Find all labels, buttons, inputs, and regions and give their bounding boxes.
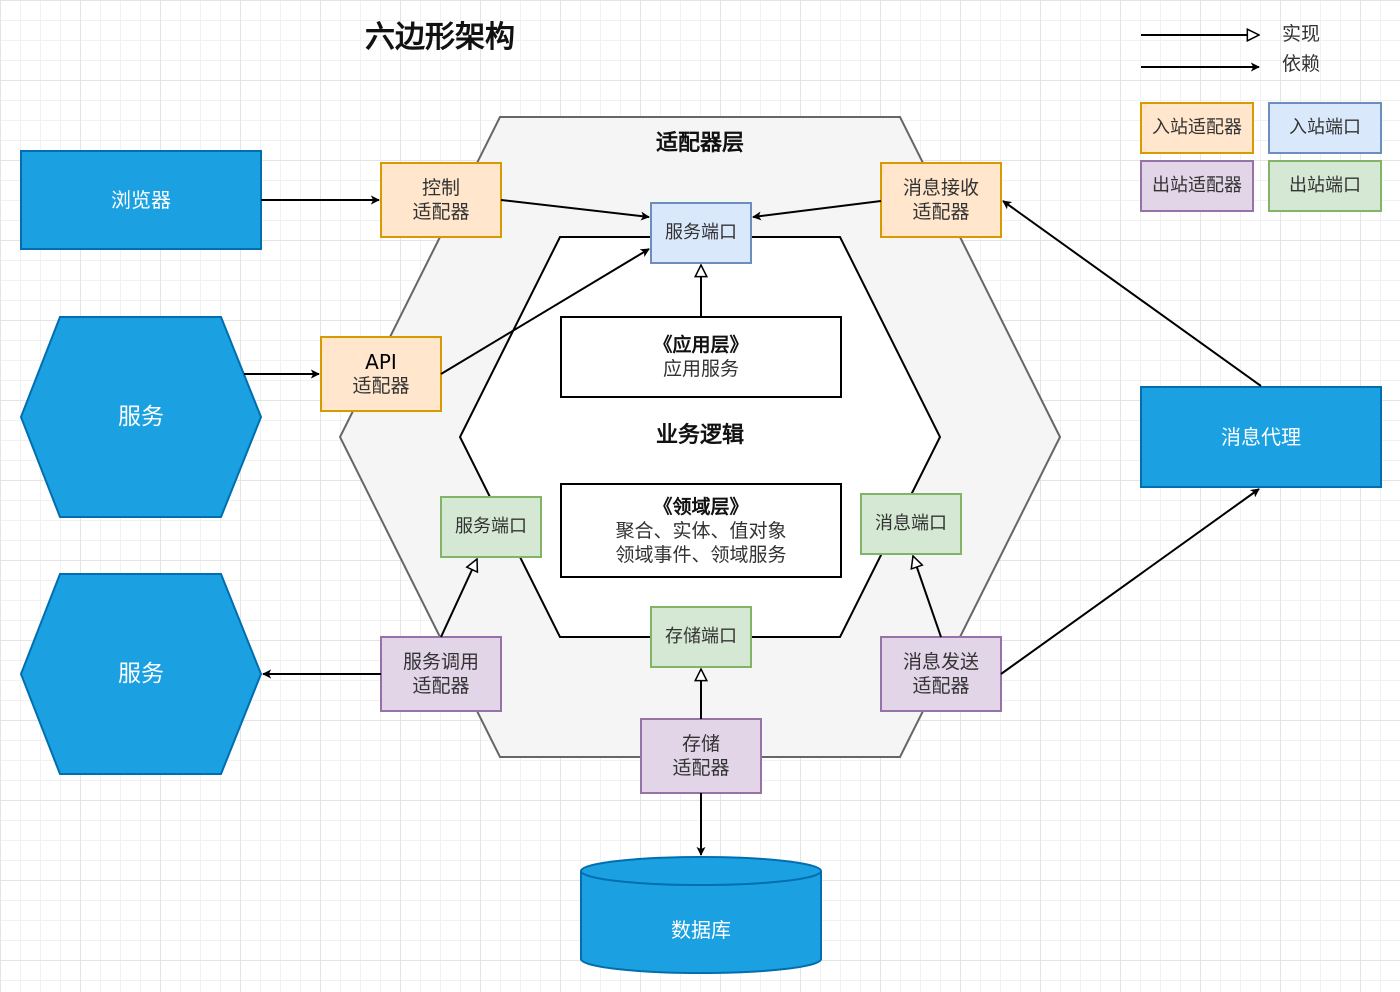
domain-layer-box [560, 483, 842, 578]
application-layer-box [560, 316, 842, 398]
message-send-adapter-label: 消息发送 适配器 [881, 650, 1001, 698]
control-adapter-box[interactable] [380, 162, 502, 238]
legend-inbound-adapter-label: 入站适配器 [1152, 117, 1242, 138]
arrow-control-to-port [500, 199, 650, 221]
service-hexagon-top[interactable] [19, 316, 263, 518]
service-call-adapter-line-2: 适配器 [412, 675, 470, 697]
message-receive-adapter-label: 消息接收 适配器 [881, 176, 1001, 224]
arrow-broker-to-msgreceive [1002, 200, 1262, 387]
service-hexagon-bottom[interactable] [19, 573, 263, 775]
message-send-adapter-line-2: 适配器 [912, 675, 970, 697]
application-layer-content: 《应用层》 应用服务 [561, 333, 841, 381]
legend-inbound-adapter-swatch [1140, 102, 1254, 154]
service-call-adapter-label: 服务调用 适配器 [381, 650, 501, 698]
application-layer-title: 《应用层》 [653, 334, 749, 356]
storage-adapter-box[interactable] [640, 718, 762, 794]
message-port-label: 消息端口 [875, 513, 947, 534]
message-send-adapter-box[interactable] [880, 636, 1002, 712]
control-adapter-line-1: 控制 [421, 177, 460, 199]
realize-msgsend-to-port [913, 556, 942, 638]
diagram-title: 六边形架构 [365, 20, 515, 55]
database-label: 数据库 [671, 918, 731, 942]
message-send-adapter-line-1: 消息发送 [902, 651, 979, 673]
domain-layer-title: 《领域层》 [653, 496, 749, 518]
arrow-msgsend-to-broker [1000, 488, 1260, 675]
service-port-outbound-box[interactable] [440, 496, 542, 558]
api-adapter-line-2: 适配器 [352, 375, 410, 397]
service-bottom-label: 服务 [118, 661, 164, 687]
api-adapter-box[interactable] [320, 336, 442, 412]
legend-inbound-port-label: 入站端口 [1289, 117, 1361, 138]
control-adapter-label: 控制 适配器 [381, 176, 501, 224]
control-adapter-line-2: 适配器 [412, 201, 470, 223]
message-receive-adapter-line-1: 消息接收 [902, 177, 979, 199]
arrow-api-to-port [440, 248, 650, 375]
message-port-box[interactable] [860, 493, 962, 555]
message-receive-adapter-box[interactable] [880, 162, 1002, 238]
storage-port-label: 存储端口 [665, 626, 737, 647]
legend-implements-label: 实现 [1281, 23, 1320, 45]
legend-outbound-adapter-label: 出站适配器 [1152, 175, 1242, 196]
legend-depends-label: 依赖 [1281, 53, 1320, 75]
legend-inbound-port-swatch [1268, 102, 1382, 154]
api-adapter-label: API 适配器 [321, 350, 441, 398]
adapter-layer-label: 适配器层 [655, 131, 744, 156]
api-adapter-line-1: API [365, 350, 397, 374]
service-call-adapter-box[interactable] [380, 636, 502, 712]
service-port-outbound-label: 服务端口 [455, 516, 527, 537]
service-port-inbound-label: 服务端口 [665, 222, 737, 243]
message-receive-adapter-line-2: 适配器 [912, 201, 970, 223]
storage-adapter-line-2: 适配器 [672, 757, 730, 779]
legend-outbound-port-label: 出站端口 [1289, 175, 1361, 196]
message-broker-box[interactable] [1140, 386, 1382, 488]
application-layer-body: 应用服务 [662, 358, 739, 380]
service-top-label: 服务 [118, 404, 164, 430]
browser-box[interactable] [20, 150, 262, 250]
realize-servicecall-to-port [440, 559, 477, 638]
legend-outbound-port-swatch [1268, 160, 1382, 212]
message-broker-label: 消息代理 [1221, 425, 1301, 449]
storage-adapter-line-1: 存储 [681, 733, 720, 755]
legend-outbound-adapter-swatch [1140, 160, 1254, 212]
arrow-msgreceive-to-port [752, 200, 882, 221]
service-port-inbound-box[interactable] [650, 202, 752, 264]
storage-port-box[interactable] [650, 606, 752, 668]
browser-label: 浏览器 [111, 188, 171, 212]
domain-layer-content: 《领域层》 聚合、实体、值对象 领域事件、领域服务 [561, 495, 841, 567]
database-cylinder[interactable] [580, 856, 822, 974]
business-logic-label: 业务逻辑 [655, 423, 744, 448]
storage-adapter-label: 存储 适配器 [641, 732, 761, 780]
domain-layer-line-1: 聚合、实体、值对象 [615, 520, 787, 542]
domain-layer-line-2: 领域事件、领域服务 [615, 544, 787, 566]
service-call-adapter-line-1: 服务调用 [402, 651, 479, 673]
